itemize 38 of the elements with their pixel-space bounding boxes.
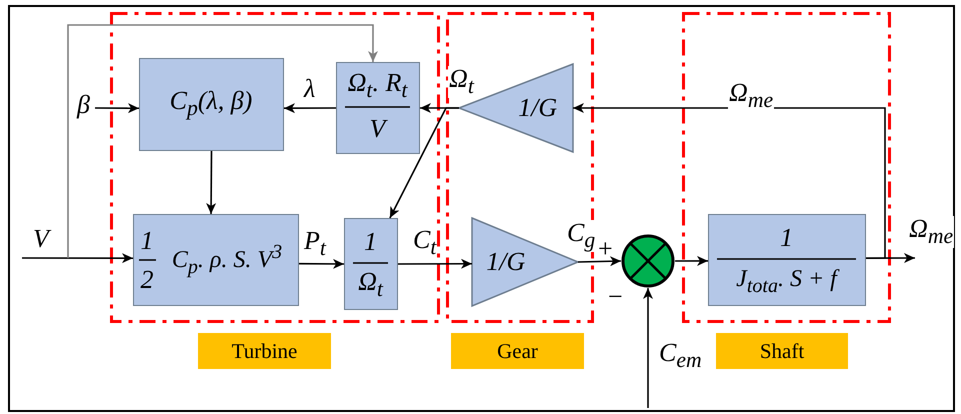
- function-block: [133, 214, 299, 306]
- edge-label: Ω$_{me}$: [908, 216, 954, 248]
- numerator: 1: [140, 228, 154, 254]
- edge-label: Ω$_{t}$: [448, 66, 475, 98]
- arrow: [299, 258, 344, 269]
- group-label: Turbine: [198, 333, 331, 369]
- arrow: [284, 103, 336, 114]
- arrow: [67, 24, 378, 258]
- arrow: [675, 256, 708, 266]
- arrow: [398, 258, 472, 269]
- denominator: Ω$_{t}$: [358, 269, 383, 301]
- function-block: [344, 218, 398, 310]
- edge-label: C$_{g}$: [566, 220, 596, 252]
- function-block: [139, 58, 284, 151]
- arrow: [578, 256, 622, 266]
- sign-label: +: [597, 236, 614, 262]
- gain-text: 1/G: [518, 95, 558, 121]
- arrow: [573, 103, 886, 259]
- edge-label: β: [76, 92, 91, 118]
- block-formula: C$_{p}$. ρ. S. V$^{3}$: [172, 242, 282, 277]
- sign-label: −: [607, 284, 624, 310]
- gain-text: 1/G: [486, 249, 526, 275]
- group-label: Shaft: [716, 333, 848, 369]
- arrow: [206, 151, 216, 214]
- denominator: J$_{tota}$. S + f: [736, 266, 837, 296]
- arrow: [389, 107, 459, 218]
- numerator: 1: [780, 225, 793, 251]
- group-label: Gear: [451, 333, 584, 369]
- numerator: Ω$_{t}$. R$_{t}$: [348, 70, 408, 102]
- arrow: [643, 288, 653, 408]
- arrow: [22, 253, 133, 264]
- function-block: [708, 214, 866, 306]
- function-block: [336, 62, 420, 154]
- numerator: 1: [364, 229, 377, 255]
- arrow: [95, 103, 139, 114]
- denominator: V: [370, 116, 386, 142]
- denominator: 2: [140, 267, 154, 293]
- block-formula: C$_{p}$(λ, β): [170, 88, 252, 120]
